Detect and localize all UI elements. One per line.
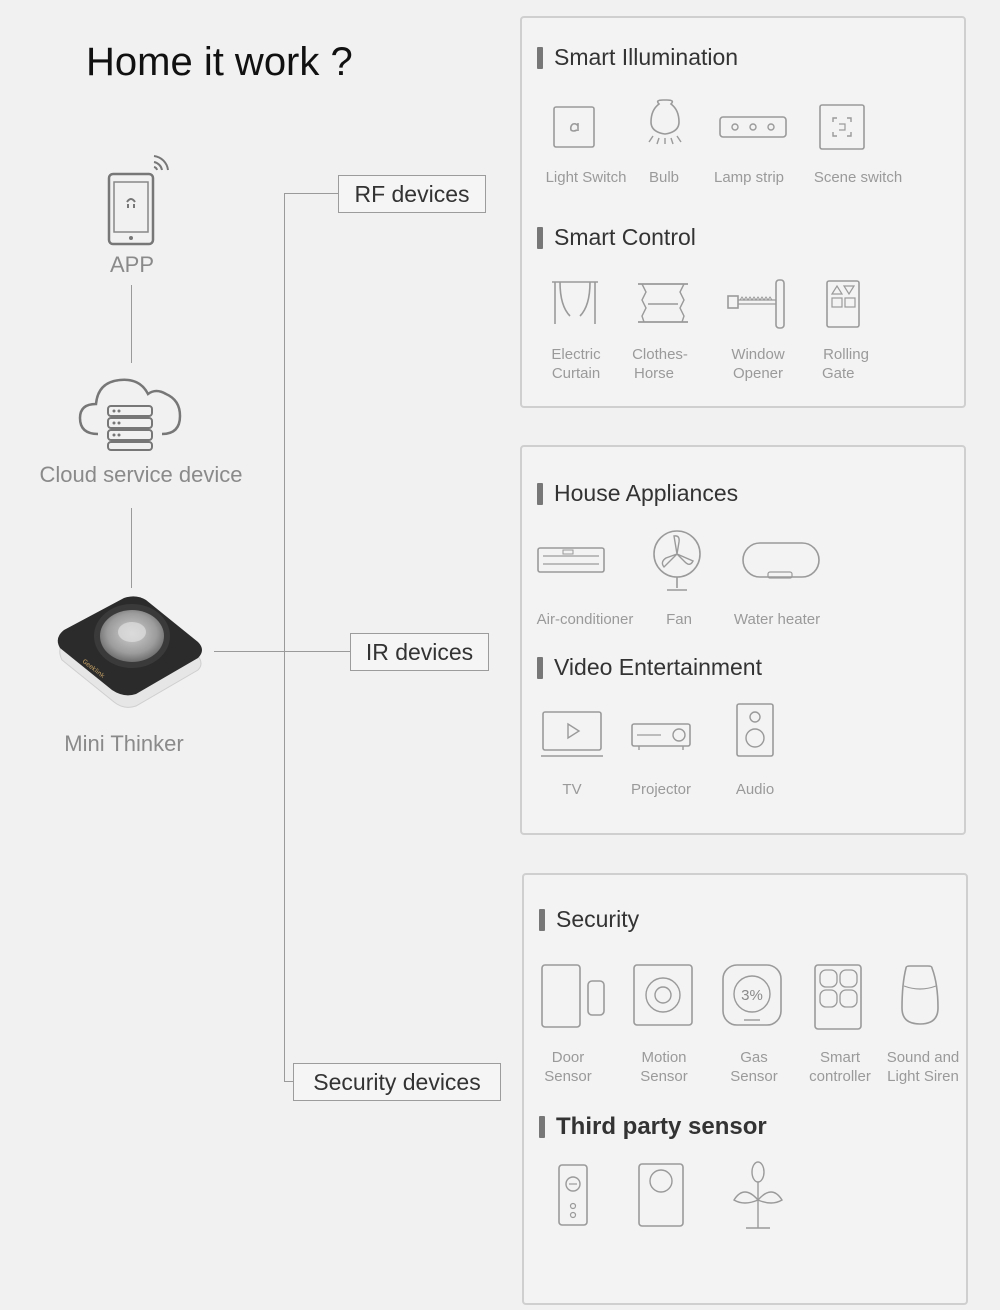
motion-sensor-label-line2: Sensor — [640, 1068, 688, 1085]
motion-sensor-icon — [633, 964, 695, 1033]
clothes-horse-label-line2: Horse — [634, 365, 675, 382]
security-branch-line — [284, 1081, 296, 1082]
cloud-hub-connector — [131, 508, 132, 588]
electric-curtain-label-line2: Curtain — [551, 365, 601, 382]
app-label: APP — [109, 252, 155, 277]
house-appliances-heading-text: House Appliances — [554, 480, 739, 506]
video-entertainment-heading-text: Video Entertainment — [554, 654, 762, 680]
wall-sensor-icon — [638, 1163, 686, 1234]
siren-icon — [898, 964, 942, 1033]
fan-icon — [652, 530, 704, 597]
smart-controller-label-line1: Smart — [819, 1049, 860, 1066]
third-party-sensor-heading: Third party sensor — [539, 1113, 767, 1141]
smart-illumination-heading-text: Smart Illumination — [554, 44, 739, 70]
projector-icon — [631, 720, 693, 757]
air-conditioner-label: Air-conditioner — [536, 611, 634, 628]
tv-label: TV — [562, 781, 582, 798]
phone-icon — [104, 152, 176, 253]
house-appliances-heading: House Appliances — [537, 480, 738, 507]
window-opener-icon — [726, 279, 786, 335]
ir-devices-panel — [520, 445, 966, 835]
gas-sensor-icon: 3% — [722, 964, 784, 1033]
siren-label-line1: Sound and — [886, 1049, 960, 1066]
third-party-sensor-heading-text: Third party sensor — [556, 1113, 767, 1140]
smart-controller-label-line2: controller — [809, 1068, 871, 1085]
audio-icon — [736, 703, 776, 762]
hub-ir-line — [214, 651, 352, 652]
rf-devices-panel — [520, 16, 966, 408]
siren-label: Sound and Light Siren — [880, 1048, 966, 1086]
window-opener-label: Window Opener — [722, 345, 794, 383]
page-title: Home it work ? — [86, 40, 353, 84]
gas-sensor-label-line1: Gas — [740, 1049, 768, 1066]
rolling-gate-label-line2: Gate — [822, 365, 855, 382]
gas-sensor-value: 3% — [741, 987, 763, 1004]
door-sensor-label: Door Sensor — [532, 1048, 604, 1086]
clothes-horse-icon — [636, 282, 690, 329]
window-opener-label-line1: Window — [731, 346, 785, 363]
door-sensor-icon — [540, 963, 610, 1034]
ir-devices-tag: IR devices — [350, 633, 489, 671]
electric-curtain-label-line1: Electric — [551, 346, 601, 363]
lamp-strip-icon — [719, 116, 787, 143]
bulb-label: Bulb — [648, 169, 680, 186]
light-switch-label: Light Switch — [545, 169, 627, 186]
gas-sensor-label: Gas Sensor — [718, 1048, 790, 1086]
fan-label: Fan — [666, 611, 692, 628]
rf-devices-tag: RF devices — [338, 175, 486, 213]
lamp-strip-label: Lamp strip — [713, 169, 785, 186]
smart-controller-icon — [814, 964, 864, 1037]
cloud-label: Cloud service device — [39, 462, 243, 487]
security-devices-panel — [522, 873, 968, 1305]
tree-trunk-line — [284, 193, 285, 1081]
video-entertainment-heading: Video Entertainment — [537, 654, 762, 681]
rolling-gate-icon — [826, 280, 862, 335]
light-switch-icon — [553, 106, 597, 155]
window-opener-label-line2: Opener — [732, 365, 784, 382]
door-sensor-label-line2: Sensor — [544, 1068, 592, 1085]
projector-label: Projector — [630, 781, 692, 798]
siren-label-line2: Light Siren — [887, 1068, 959, 1085]
security-heading-text: Security — [556, 906, 640, 932]
rolling-gate-label: Rolling Gate — [810, 345, 882, 383]
bulb-icon — [643, 99, 687, 157]
plant-sensor-icon — [730, 1160, 786, 1237]
motion-sensor-label: Motion Sensor — [628, 1048, 700, 1086]
app-cloud-connector — [131, 285, 132, 363]
scene-switch-label: Scene switch — [813, 169, 903, 186]
motion-sensor-label-line1: Motion — [641, 1049, 687, 1066]
smart-control-heading: Smart Control — [537, 224, 696, 251]
clothes-horse-label-line1: Clothes- — [632, 346, 688, 363]
security-devices-tag: Security devices — [293, 1063, 501, 1101]
tv-icon — [541, 710, 605, 763]
clothes-horse-label: Clothes- Horse — [624, 345, 696, 383]
door-sensor-label-line1: Door — [551, 1049, 585, 1066]
gas-sensor-label-line2: Sensor — [730, 1068, 778, 1085]
cloud-server-icon — [76, 372, 186, 457]
electric-curtain-label: Electric Curtain — [540, 345, 612, 383]
air-conditioner-icon — [537, 544, 607, 581]
smart-illumination-heading: Smart Illumination — [537, 44, 738, 71]
rolling-gate-label-line1: Rolling — [823, 346, 869, 363]
audio-label: Audio — [735, 781, 775, 798]
security-heading: Security — [539, 906, 639, 933]
smart-controller-label: Smart controller — [802, 1048, 878, 1086]
curtain-icon — [552, 280, 598, 331]
hub-label: Mini Thinker — [64, 731, 184, 756]
scene-switch-icon — [819, 104, 865, 155]
water-heater-label: Water heater — [733, 611, 821, 628]
mini-thinker-hub-image: Geeklink — [52, 596, 212, 725]
water-heater-icon — [742, 542, 822, 587]
rf-branch-line — [284, 193, 340, 194]
smart-control-heading-text: Smart Control — [554, 224, 696, 250]
remote-sensor-icon — [558, 1164, 590, 1233]
